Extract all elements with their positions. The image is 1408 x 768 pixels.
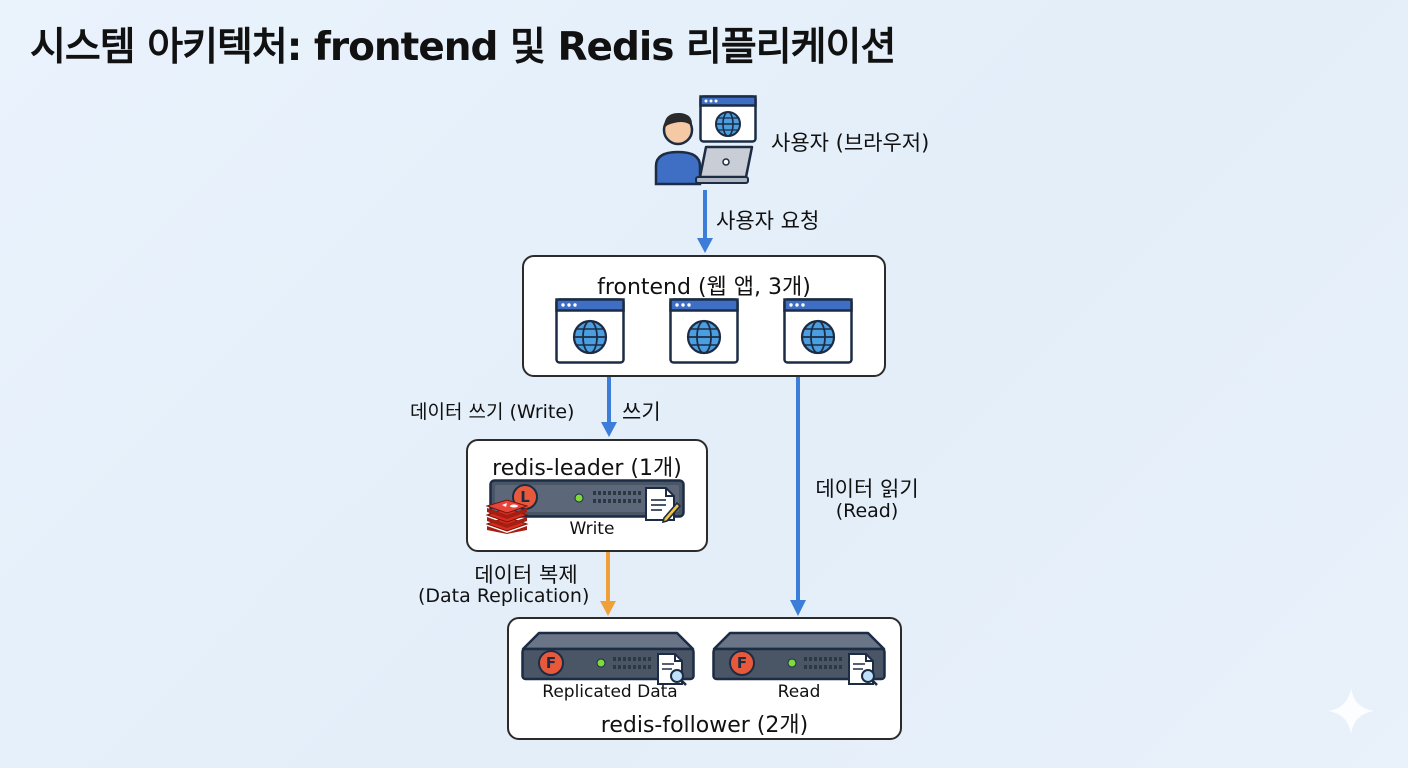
follower-badge: F <box>729 650 755 676</box>
user-icon <box>654 112 702 186</box>
document-search-icon <box>848 653 878 686</box>
browser-window-icon <box>783 298 853 364</box>
replication-label: 데이터 복제 <box>474 563 578 587</box>
user-label: 사용자 (브라우저) <box>771 131 930 155</box>
browser-window-icon <box>699 95 757 143</box>
browser-window-icon <box>555 298 625 364</box>
follower-caption: Replicated Data <box>542 682 678 702</box>
document-edit-icon <box>645 487 682 524</box>
server-icon <box>489 479 685 518</box>
read-label: 데이터 읽기 <box>815 477 919 501</box>
write-short-label: 쓰기 <box>622 400 661 424</box>
browser-window-icon <box>669 298 739 364</box>
replication-sub-label: (Data Replication) <box>418 585 590 607</box>
server-icon <box>712 631 886 681</box>
document-search-icon <box>657 653 687 686</box>
frontend-title: frontend (웹 앱, 3개) <box>597 275 811 300</box>
server-icon <box>521 631 695 681</box>
leader-title: redis-leader (1개) <box>492 456 682 481</box>
follower-title: redis-follower (2개) <box>600 713 809 738</box>
write-label: 데이터 쓰기 (Write) <box>410 397 574 424</box>
page-title: 시스템 아키텍처: frontend 및 Redis 리플리케이션 <box>30 25 896 70</box>
follower-caption: Read <box>777 682 821 702</box>
follower-badge: F <box>538 650 564 676</box>
leader-caption: Write <box>569 519 615 539</box>
redis-logo-icon <box>485 499 529 534</box>
sparkle-icon <box>1328 688 1374 734</box>
read-sub-label: (Read) <box>835 500 899 522</box>
laptop-icon <box>695 145 754 184</box>
write-label-text: 데이터 쓰기 (Write) <box>410 401 575 423</box>
request-label: 사용자 요청 <box>716 209 820 233</box>
